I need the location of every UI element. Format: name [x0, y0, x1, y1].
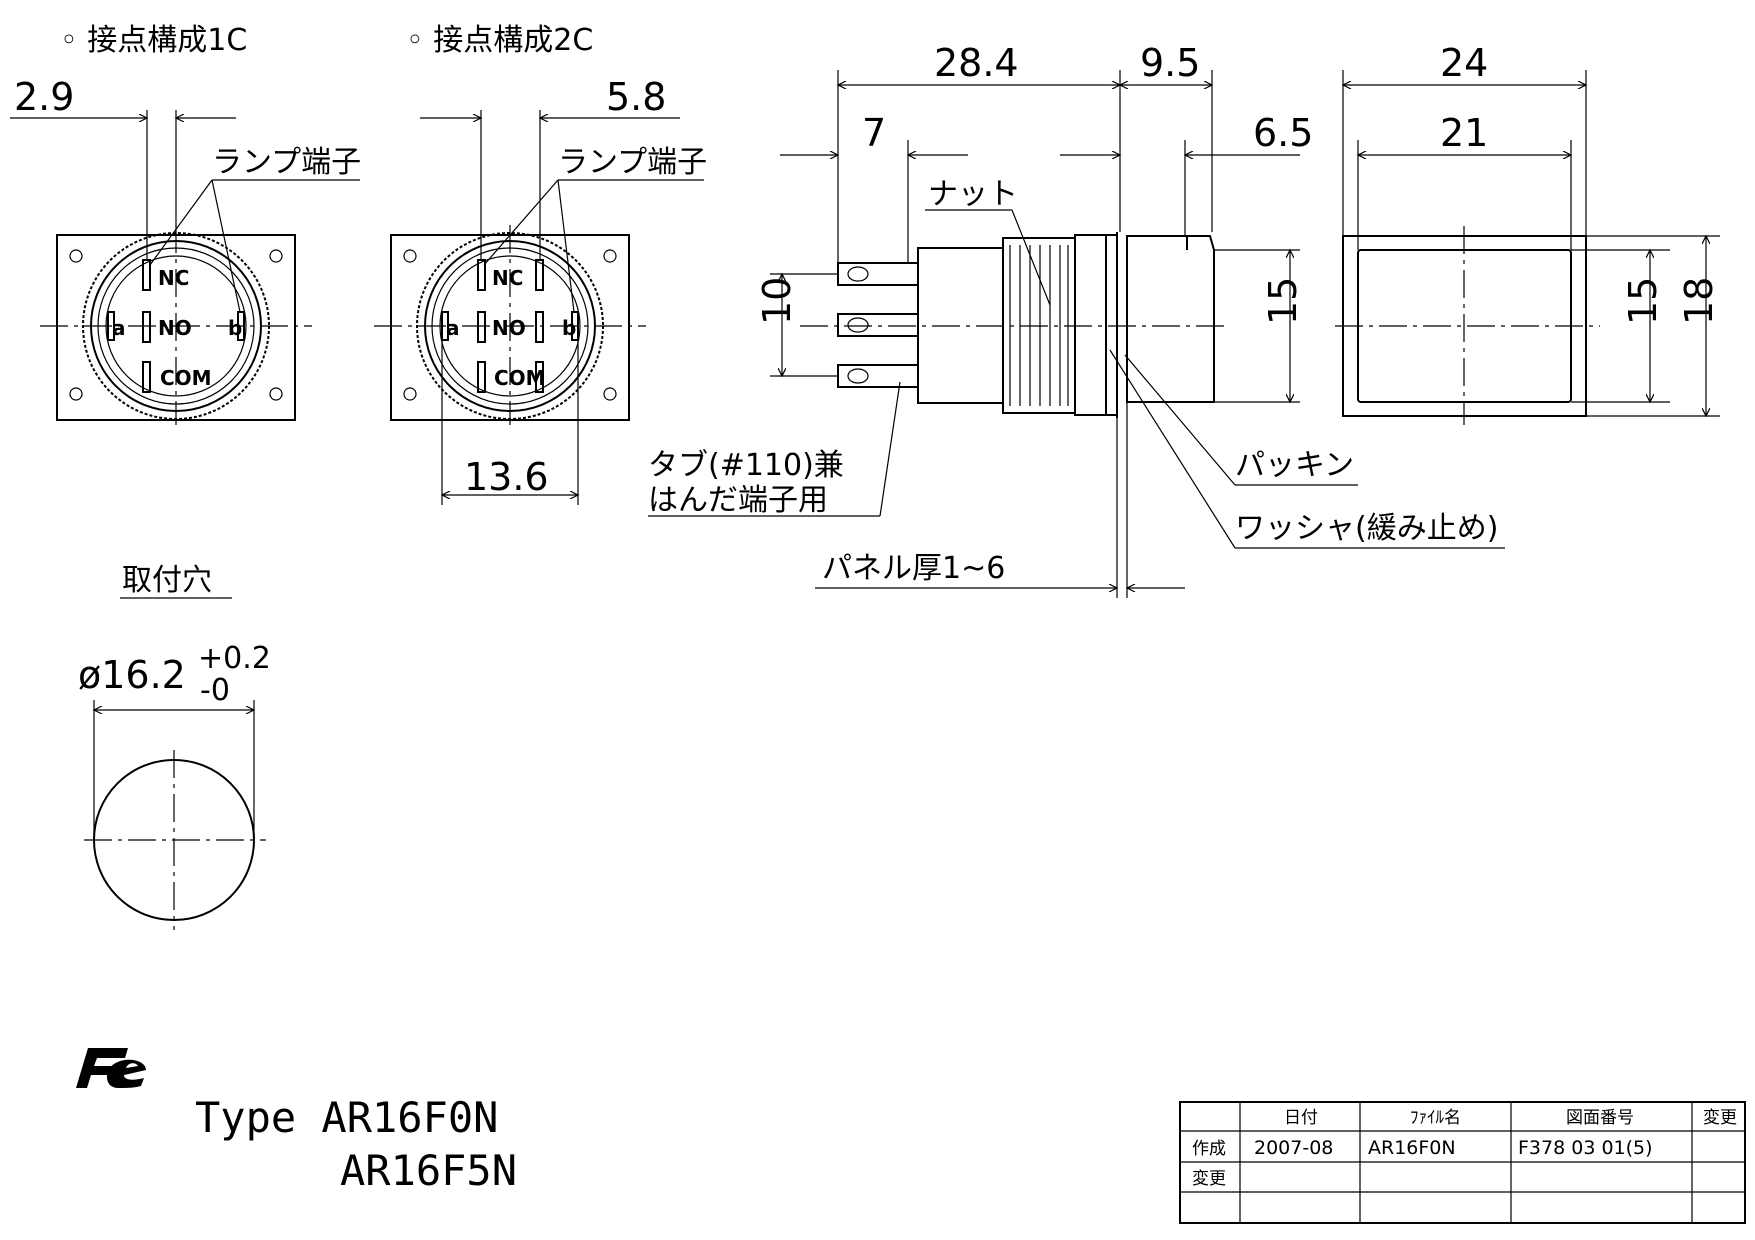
dim-28-4: 28.4: [934, 41, 1019, 85]
terminal-a-label-2c: a: [446, 316, 460, 340]
nut-label: ナット: [928, 177, 1018, 212]
tolerance-minus: -0: [200, 673, 230, 708]
solder-label: はんだ端子用: [648, 483, 828, 518]
terminal-b-label-2c: b: [562, 316, 576, 340]
terminal-a-label: a: [112, 316, 126, 340]
type-model-1: Type AR16F0N: [195, 1093, 498, 1142]
revision-table: 日付 ﾌｧｲﾙ名 図面番号 変更 作成 2007-08 AR16F0N F378…: [1179, 1101, 1746, 1224]
dim-2-9: 2.9: [14, 75, 74, 119]
table-row1-date: 2007-08: [1254, 1137, 1333, 1159]
terminal-com-label: COM: [160, 366, 212, 390]
table-row1-file: AR16F0N: [1368, 1137, 1456, 1159]
fe-logo: [76, 1048, 146, 1088]
mounting-hole-title: 取付穴: [122, 563, 212, 598]
title-block-type: Type AR16F0N AR16F5N: [76, 1048, 517, 1195]
config-2c-title: ◦ 接点構成2C: [406, 23, 593, 58]
terminal-no-label-2c: NO: [492, 316, 526, 340]
rear-view: 24 21 15 18: [1335, 41, 1721, 425]
side-view: 28.4 9.5 7 6.5 10 15 ナット タブ(#110)兼 はんだ端子…: [648, 41, 1505, 598]
dim-24: 24: [1440, 41, 1488, 85]
terminal-no-label: NO: [158, 316, 192, 340]
terminal-com-label-2c: COM: [494, 366, 546, 390]
table-row1-drawing: F378 03 01(5): [1518, 1137, 1653, 1159]
dim-13-6: 13.6: [464, 455, 549, 499]
table-row1-label: 作成: [1192, 1139, 1226, 1159]
table-row2-label: 変更: [1192, 1169, 1226, 1189]
front-view-1c: ◦ 接点構成1C NC NO COM a b 2.9 ランプ端子: [10, 23, 361, 425]
front-view-2c: ◦ 接点構成2C NC NO COM a b 5.8 ランプ端子 13.6: [374, 23, 707, 505]
table-header-drawing: 図面番号: [1566, 1108, 1634, 1128]
table-header-file: ﾌｧｲﾙ名: [1410, 1108, 1461, 1128]
dim-9-5: 9.5: [1140, 41, 1200, 85]
terminal-nc-label: NC: [158, 266, 189, 290]
dim-15-rear: 15: [1621, 277, 1665, 325]
dim-5-8: 5.8: [606, 75, 666, 119]
tab-label: タブ(#110)兼: [648, 448, 844, 483]
dim-21: 21: [1440, 111, 1488, 155]
dim-18: 18: [1677, 277, 1721, 325]
washer-label: ワッシャ(緩み止め): [1235, 511, 1498, 546]
tolerance-plus: +0.2: [198, 641, 271, 676]
mounting-hole-view: 取付穴 ø16.2 +0.2 -0: [78, 563, 271, 930]
dim-10: 10: [755, 277, 799, 325]
dim-15-side: 15: [1261, 277, 1305, 325]
dim-6-5: 6.5: [1253, 111, 1313, 155]
panel-thickness-label: パネル厚1~6: [822, 551, 1005, 586]
packing-label: パッキン: [1235, 448, 1354, 483]
table-header-date: 日付: [1284, 1108, 1318, 1128]
lamp-terminal-label-2c: ランプ端子: [558, 145, 707, 180]
dim-7: 7: [862, 111, 886, 155]
type-model-2: AR16F5N: [340, 1146, 517, 1195]
config-1c-title: ◦ 接点構成1C: [60, 23, 247, 58]
lamp-terminal-label-1c: ランプ端子: [212, 145, 361, 180]
terminal-nc-label-2c: NC: [492, 266, 523, 290]
table-header-change: 変更: [1703, 1108, 1737, 1128]
terminal-b-label: b: [228, 316, 242, 340]
hole-diameter: ø16.2: [78, 653, 186, 697]
